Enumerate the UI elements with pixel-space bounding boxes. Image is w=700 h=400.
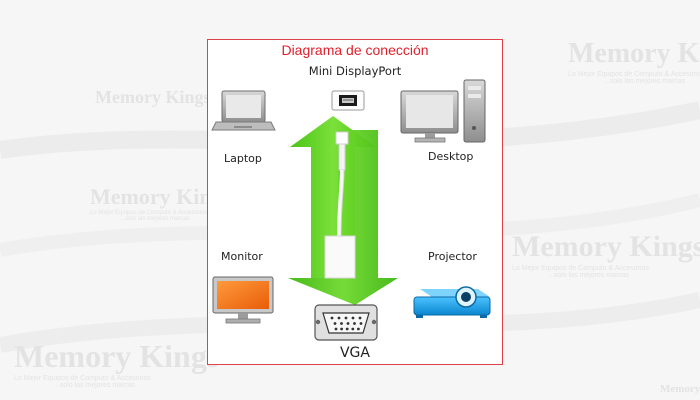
- mini-displayport-label: Mini DisplayPort: [308, 64, 402, 78]
- watermark-logo: Memory Kings Lo Mejor Equipos de Computo…: [90, 184, 232, 223]
- watermark-tagline: ...solo las mejores marcas: [604, 78, 686, 85]
- watermark-logo: Memory Kings Lo Mejor Equipos de Computo…: [512, 230, 700, 280]
- watermark-tagline: Lo Mejor Equipos de Computo & Accesorios: [512, 265, 649, 272]
- watermark-tagline: Lo Mejor Equipos de Computo & Accesorios: [568, 71, 700, 78]
- projector-label: Projector: [428, 250, 477, 263]
- laptop-label: Laptop: [224, 152, 262, 165]
- connection-diagram: Diagrama de conección Mini DisplayPort L…: [207, 39, 503, 365]
- vga-pin: [340, 327, 343, 331]
- watermark-tagline: ...solo las mejores marcas: [548, 272, 630, 279]
- watermark-tagline: ...solo las mejores marcas: [54, 382, 136, 389]
- vga-pin: [346, 322, 350, 325]
- vga-pin: [345, 327, 349, 331]
- watermark-brand: Memory: [660, 383, 700, 395]
- watermark-tagline: ...solo las mejores marcas: [120, 216, 190, 222]
- watermark-brand: Memory Kings: [512, 230, 700, 263]
- adapter-cable: [324, 131, 356, 279]
- vga-pin: [359, 322, 363, 325]
- vga-pin: [351, 316, 355, 320]
- diagram-graphics: [211, 79, 491, 341]
- vga-pin: [340, 322, 343, 325]
- desktop-icon: [400, 79, 486, 143]
- vga-label: VGA: [339, 345, 370, 361]
- mini-displayport-icon: [331, 90, 365, 111]
- watermark-tagline: Lo Mejor Equipos de Computo & Accesorios: [90, 210, 208, 216]
- watermark-brand: Memory Kings: [95, 87, 211, 107]
- vga-pin: [353, 322, 356, 325]
- down-arrow: [288, 130, 398, 305]
- watermark-brand: Memory Kings: [90, 184, 232, 209]
- watermark-logo: Memory: [660, 384, 700, 395]
- vga-connector-icon: [314, 304, 378, 341]
- vga-pin: [337, 316, 341, 320]
- watermark-logo: Memory Kings: [95, 88, 210, 106]
- monitor-label: Monitor: [221, 250, 263, 263]
- watermark-logo: Memory Kings Lo Mejor Equipos de Computo…: [568, 38, 700, 86]
- diagram-title: Diagrama de conección: [281, 42, 429, 58]
- vga-pin: [358, 316, 362, 320]
- projector-icon: [413, 286, 491, 318]
- vga-pin: [351, 327, 355, 331]
- watermark-tagline: Lo Mejor Equipos de Computo & Accesorios: [14, 375, 151, 382]
- watermark-brand: Memory Kings: [568, 38, 700, 69]
- vga-pin: [344, 316, 348, 320]
- laptop-icon: [211, 90, 276, 131]
- watermark-brand: Memory Kings: [14, 338, 220, 374]
- vga-pin: [333, 322, 337, 325]
- watermark-logo: Memory Kings Lo Mejor Equipos de Computo…: [14, 340, 219, 389]
- vga-pin: [330, 316, 334, 320]
- monitor-icon: [212, 276, 274, 324]
- vga-pin: [334, 327, 338, 331]
- desktop-label: Desktop: [428, 150, 474, 163]
- vga-pin: [357, 327, 360, 331]
